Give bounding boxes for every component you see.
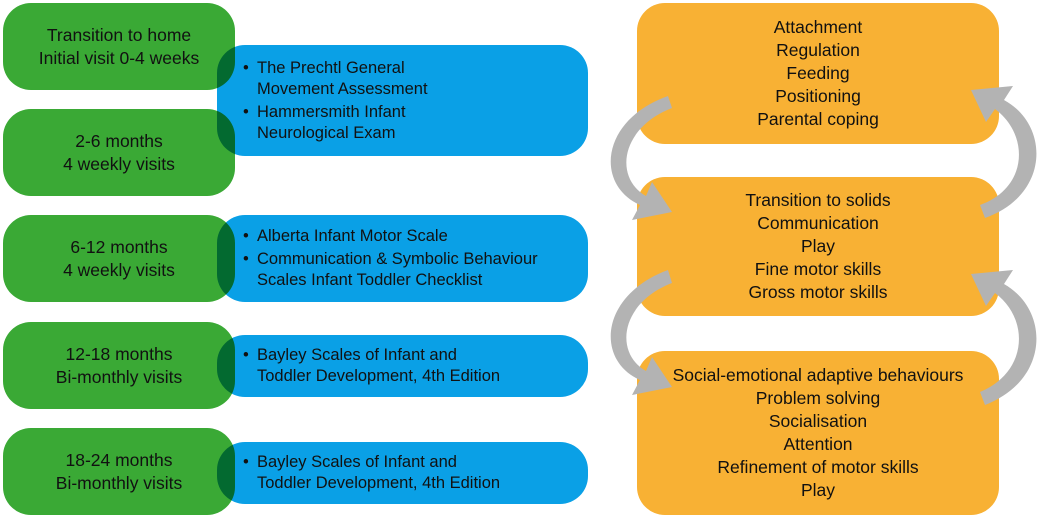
focus-item: Refinement of motor skills xyxy=(717,457,919,477)
focus-item: Play xyxy=(800,236,836,256)
focus-item: Transition to solids xyxy=(745,190,891,210)
focus-item: Feeding xyxy=(786,63,850,83)
stage-box-18-24-months: 18-24 months Bi-monthly visits xyxy=(3,428,235,515)
stage-title: 2-6 months xyxy=(75,130,163,151)
focus-item: Problem solving xyxy=(755,388,881,408)
focus-item: Attachment xyxy=(773,17,863,37)
curved-arrow-icon xyxy=(610,270,672,395)
focus-box-early: Attachment Regulation Feeding Positionin… xyxy=(637,3,999,144)
stage-box-6-12-months: 6-12 months 4 weekly visits xyxy=(3,215,235,302)
focus-item: Fine motor skills xyxy=(754,259,882,279)
focus-item: Socialisation xyxy=(768,411,868,431)
stage-box-2-6-months: 2-6 months 4 weekly visits xyxy=(3,109,235,196)
focus-item: Regulation xyxy=(776,40,860,60)
focus-item: Communication xyxy=(757,213,879,233)
stage-visits: Bi-monthly visits xyxy=(55,472,183,493)
curved-arrow-icon xyxy=(610,96,672,220)
stage-box-initial: Transition to home Initial visit 0-4 wee… xyxy=(3,3,235,90)
assessment-item: Communication & Symbolic BehaviourScales… xyxy=(243,249,576,291)
focus-item: Parental coping xyxy=(757,109,879,129)
focus-box-late: Social-emotional adaptive behaviours Pro… xyxy=(637,351,999,515)
stage-title: Transition to home xyxy=(46,24,192,45)
focus-item: Positioning xyxy=(775,86,861,106)
focus-item: Play xyxy=(800,480,836,500)
stage-visits: Initial visit 0-4 weeks xyxy=(38,47,200,68)
focus-item: Gross motor skills xyxy=(748,282,888,302)
stage-visits: 4 weekly visits xyxy=(63,153,175,174)
stage-visits: Bi-monthly visits xyxy=(55,366,183,387)
assessment-box-6-12: Alberta Infant Motor Scale Communication… xyxy=(217,215,588,302)
focus-item: Social-emotional adaptive behaviours xyxy=(672,365,964,385)
assessment-item: Alberta Infant Motor Scale xyxy=(243,226,576,247)
stage-visits: 4 weekly visits xyxy=(63,259,175,280)
stage-title: 18-24 months xyxy=(65,449,173,470)
stage-box-12-18-months: 12-18 months Bi-monthly visits xyxy=(3,322,235,409)
stage-title: 12-18 months xyxy=(65,343,173,364)
curved-arrow-icon xyxy=(971,86,1037,218)
stage-title: 6-12 months xyxy=(70,236,168,257)
curved-arrow-icon xyxy=(971,270,1037,405)
focus-box-middle: Transition to solids Communication Play … xyxy=(637,177,999,316)
focus-item: Attention xyxy=(783,434,853,454)
assessment-list: Alberta Infant Motor Scale Communication… xyxy=(243,224,576,293)
